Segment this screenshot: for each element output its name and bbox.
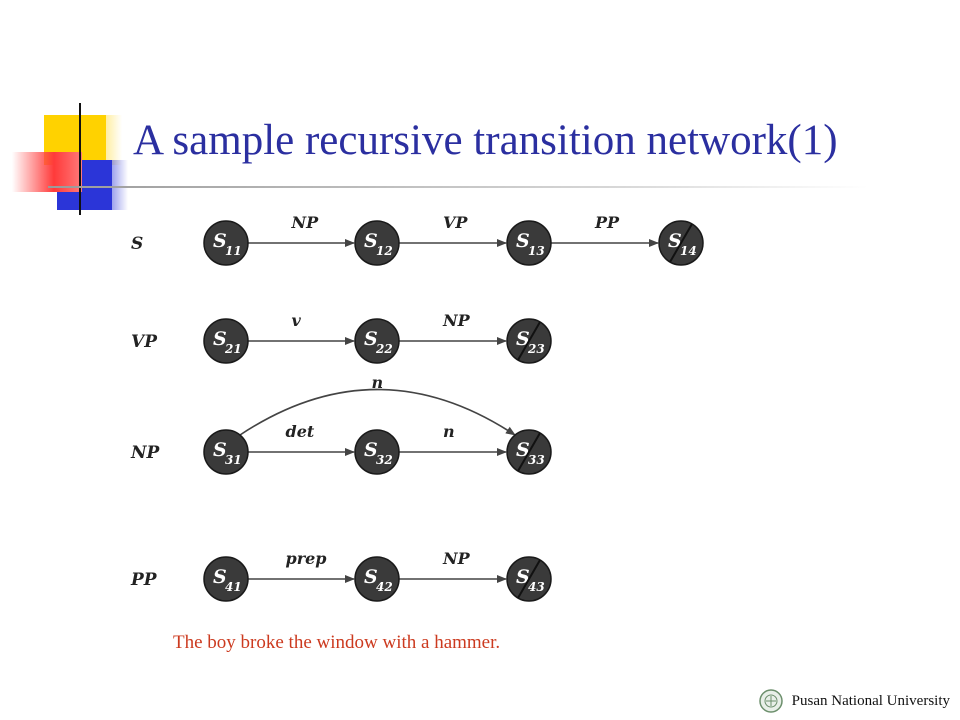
state-name: S xyxy=(364,566,378,588)
network-label: VP xyxy=(131,332,158,352)
arc-label: NP xyxy=(442,549,471,568)
state-subscript: 41 xyxy=(225,580,242,594)
final-state-node: S14 xyxy=(658,220,704,266)
state-subscript: 23 xyxy=(527,342,545,356)
state-name: S xyxy=(213,230,227,252)
final-state-slash xyxy=(517,559,541,599)
arc-label: prep xyxy=(286,549,327,568)
title-underline xyxy=(48,186,868,188)
slide-title: A sample recursive transition network(1) xyxy=(133,117,838,164)
university-logo-icon xyxy=(758,689,783,713)
state-subscript: 32 xyxy=(376,453,393,467)
state-node: S13 xyxy=(506,220,552,266)
deco-vertical-line xyxy=(79,103,81,215)
state-name: S xyxy=(364,230,378,252)
state-subscript: 43 xyxy=(528,580,545,594)
network-label: NP xyxy=(130,443,161,463)
transition-arc-curved xyxy=(239,388,516,436)
corner-decoration xyxy=(0,0,140,230)
arc-label: PP xyxy=(594,213,620,232)
state-name: S xyxy=(364,439,378,461)
network-label: PP xyxy=(130,570,158,590)
arc-label: VP xyxy=(443,213,468,232)
state-name: S xyxy=(364,328,378,350)
state-name: S xyxy=(516,230,530,252)
final-state-slash xyxy=(517,321,541,361)
state-name: S xyxy=(213,328,227,350)
state-subscript: 12 xyxy=(376,244,393,258)
final-state-node: S33 xyxy=(506,429,552,475)
deco-blue-fade xyxy=(100,160,128,210)
state-subscript: 31 xyxy=(225,453,242,467)
state-node: S42 xyxy=(354,556,400,602)
arc-label: NP xyxy=(442,311,471,330)
network-label: S xyxy=(131,234,143,254)
footer-university-name: Pusan National University xyxy=(791,692,950,709)
state-subscript: 21 xyxy=(224,342,242,356)
state-subscript: 11 xyxy=(225,244,242,258)
state-node: S11 xyxy=(203,220,249,266)
deco-yellow-fade xyxy=(82,115,122,165)
arc-label: det xyxy=(286,422,315,441)
state-node: S41 xyxy=(203,556,249,602)
state-node: S31 xyxy=(203,429,249,475)
arc-label: n xyxy=(443,422,455,441)
final-state-node: S43 xyxy=(506,556,552,602)
state-subscript: 14 xyxy=(680,244,697,258)
state-name: S xyxy=(213,566,227,588)
arc-label: NP xyxy=(291,213,320,232)
arc-label: n xyxy=(372,373,384,392)
example-sentence: The boy broke the window with a hammer. xyxy=(173,632,501,653)
state-node: S22 xyxy=(354,318,400,364)
footer: Pusan National University xyxy=(756,688,950,714)
final-state-node: S23 xyxy=(506,318,552,364)
final-state-slash xyxy=(517,432,541,472)
state-name: S xyxy=(213,439,227,461)
state-subscript: 33 xyxy=(528,453,545,467)
deco-red-block xyxy=(12,152,82,192)
state-node: S12 xyxy=(354,220,400,266)
state-node: S32 xyxy=(354,429,400,475)
state-node: S21 xyxy=(203,318,249,364)
state-subscript: 13 xyxy=(528,244,545,258)
final-state-slash xyxy=(669,223,693,263)
arc-label: v xyxy=(292,311,302,330)
state-subscript: 22 xyxy=(375,342,393,356)
state-subscript: 42 xyxy=(376,580,393,594)
